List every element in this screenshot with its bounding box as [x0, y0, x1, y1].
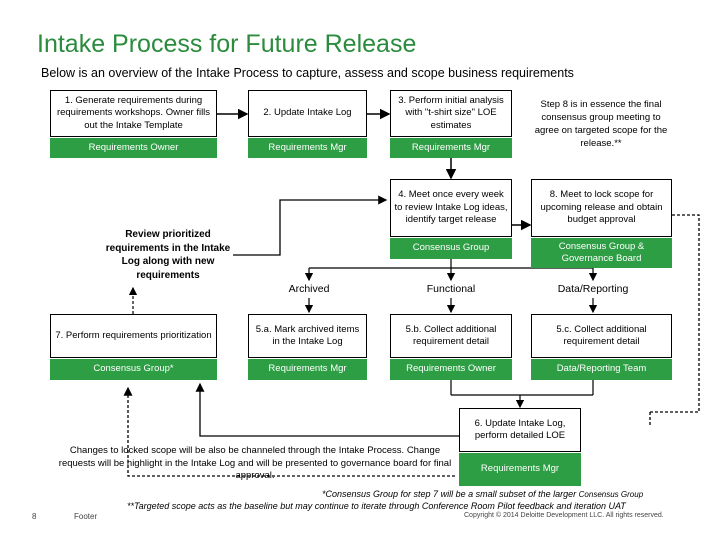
- step-8-box: 8. Meet to lock scope for upcoming relea…: [531, 179, 672, 237]
- footnote-1: *Consensus Group for step 7 will be a sm…: [322, 489, 643, 499]
- loop-right: [650, 214, 700, 413]
- review-note: Review prioritized requirements in the I…: [105, 229, 231, 281]
- footnote-1-text: *Consensus Group for step 7 will be a sm…: [322, 489, 577, 499]
- step-7-role: Consensus Group*: [50, 359, 217, 380]
- step-7-box: 7. Perform requirements prioritization: [50, 314, 217, 358]
- col-data-reporting: Data/Reporting: [557, 283, 629, 295]
- change-note: Changes to locked scope will be also be …: [58, 444, 452, 482]
- step-5b-box: 5.b. Collect additional requirement deta…: [390, 314, 512, 358]
- step-8-note: Step 8 is in essence the final consensus…: [534, 99, 668, 149]
- step-4-box: 4. Meet once every week to review Intake…: [390, 179, 512, 237]
- copyright: Copyright © 2014 Deloitte Development LL…: [464, 512, 664, 519]
- step-1-role: Requirements Owner: [50, 138, 217, 158]
- step-2-box: 2. Update Intake Log: [248, 90, 367, 137]
- page-number: 8: [32, 512, 37, 521]
- arrow-review-to-4: [233, 195, 388, 256]
- step-5c-role: Data/Reporting Team: [531, 359, 672, 380]
- step-5c-box: 5.c. Collect additional requirement deta…: [531, 314, 672, 358]
- step-3-role: Requirements Mgr: [390, 138, 512, 158]
- step-6-role: Requirements Mgr: [459, 453, 581, 486]
- footer-label: Footer: [74, 512, 98, 521]
- step-5a-role: Requirements Mgr: [248, 359, 367, 380]
- step-5b-role: Requirements Owner: [390, 359, 512, 380]
- step-5a-box: 5.a. Mark archived items in the Intake L…: [248, 314, 367, 358]
- page-subtitle: Below is an overview of the Intake Proce…: [41, 66, 574, 80]
- col-functional: Functional: [426, 283, 476, 295]
- step-3-box: 3. Perform initial analysis with "t-shir…: [390, 90, 512, 137]
- footnote-2: **Targeted scope acts as the baseline bu…: [127, 501, 626, 511]
- page-title: Intake Process for Future Release: [37, 30, 417, 58]
- step-1-box: 1. Generate requirements during requirem…: [50, 90, 217, 137]
- step-4-role: Consensus Group: [390, 238, 512, 259]
- arrow-6-to-7: [195, 382, 459, 437]
- col-archived: Archived: [288, 283, 330, 295]
- loop-to-7: [123, 386, 455, 477]
- footnote-1-tail: Consensus Group: [578, 490, 644, 499]
- step-8-role: Consensus Group & Governance Board: [531, 238, 672, 268]
- step-6-box: 6. Update Intake Log, perform detailed L…: [459, 408, 581, 452]
- step-2-role: Requirements Mgr: [248, 138, 367, 158]
